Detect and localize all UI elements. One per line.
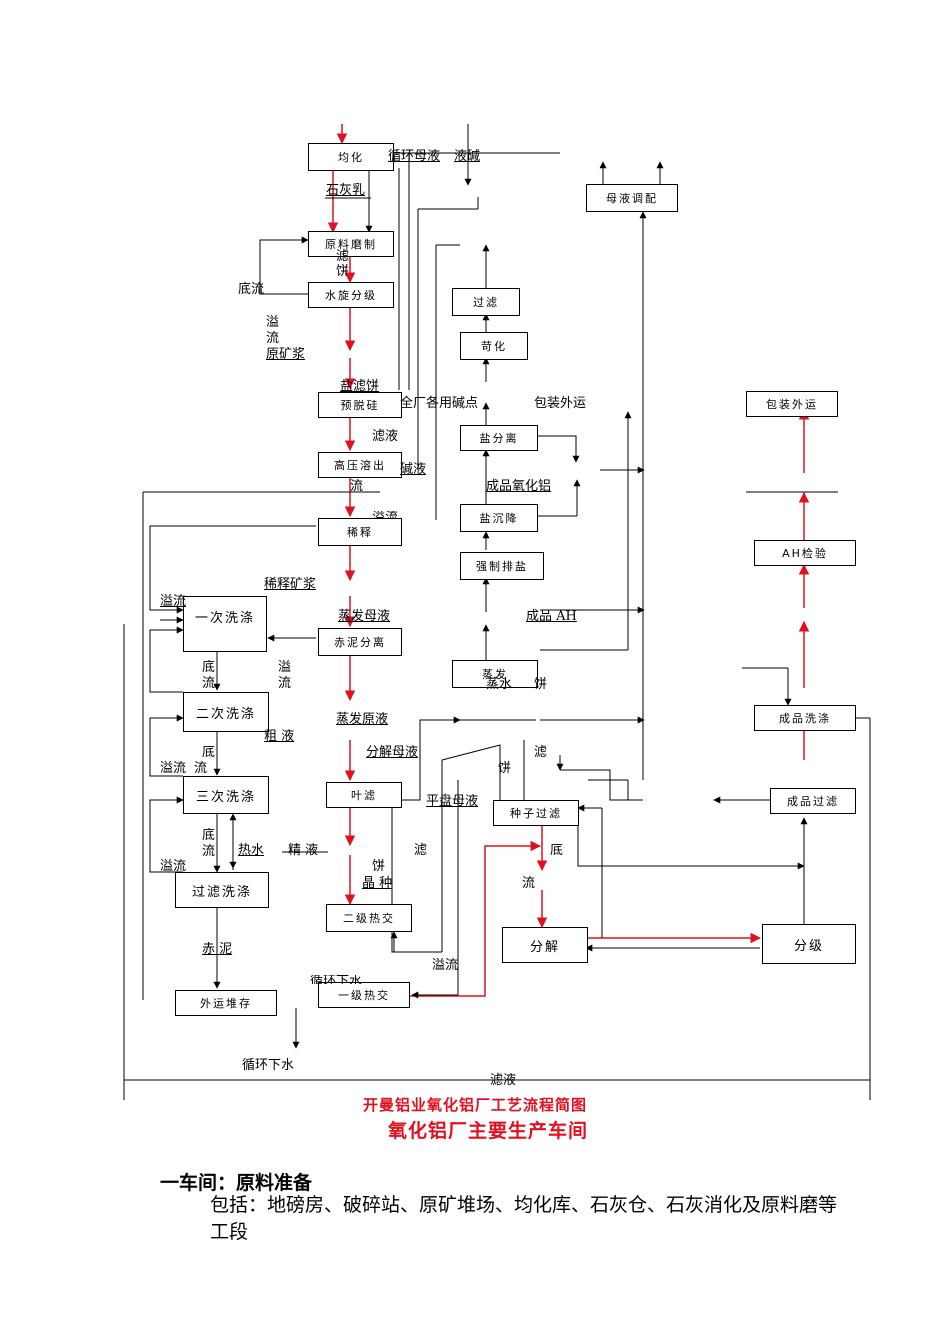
label-yiliu-2: 溢流 xyxy=(278,660,292,691)
label-yiliu-4: 溢流 xyxy=(160,859,187,874)
box-baozhuangwaiyun: 包装外运 xyxy=(746,391,838,417)
label-chengpinah: 成品 AH xyxy=(526,609,577,624)
label-bing-1: 饼 xyxy=(336,264,350,279)
label-fenjiemuye: 分解母液 xyxy=(366,745,419,760)
section-body: 包括：地磅房、破碎站、原矿堆场、均化库、石灰仓、石灰消化及原料磨等工段 xyxy=(210,1194,838,1243)
section-heading: 一车间：原料准备 xyxy=(160,1172,313,1194)
box-shuixuanfenji: 水旋分级 xyxy=(308,282,394,308)
box-sancixidi: 三次洗涤 xyxy=(183,776,269,814)
box-erjirejiao: 二级热交 xyxy=(326,904,412,932)
label-quanchang: 全厂各用碱点 xyxy=(400,396,479,411)
label-lvye-bottom: 滤液 xyxy=(490,1073,517,1088)
box-ah-jianyan: AH检验 xyxy=(754,540,856,566)
label-lv-2: 滤 xyxy=(534,745,548,760)
label-bing-4: 饼 xyxy=(372,859,386,874)
box-yutuogui: 预脱硅 xyxy=(318,392,402,418)
label-jingzhong: 晶 种 xyxy=(362,876,393,891)
label-di-1: 底流 xyxy=(202,660,216,691)
box-yuanliaomozhi: 原料磨制 xyxy=(308,231,394,257)
label-chini: 赤 泥 xyxy=(202,942,233,957)
label-diliu-1: 底流 xyxy=(238,282,265,297)
label-yiliu-5: 溢流 xyxy=(432,958,459,973)
process-flow-diagram: 均化 母液调配 原料磨制 水旋分级 过滤 苛化 预脱硅 包装外运 盐分离 高压溶… xyxy=(123,124,871,1100)
label-pingpanmuye: 平盘母液 xyxy=(426,794,479,809)
label-yi-1: 溢 xyxy=(266,315,280,330)
box-chengpinxidi: 成品洗涤 xyxy=(754,705,856,731)
box-kehua: 苛化 xyxy=(460,332,528,360)
label-yejian: 液碱 xyxy=(454,149,481,164)
box-xishi: 稀释 xyxy=(318,518,402,546)
box-qiangzhipaiyan: 强制排盐 xyxy=(460,552,544,580)
label-yiliu-top: 溢流 xyxy=(372,511,399,519)
box-yicixidi: 一次洗涤 xyxy=(183,596,267,652)
label-zhengshui: 蒸水 xyxy=(486,677,513,692)
box-guolv-top: 过滤 xyxy=(452,288,520,316)
main-flow-red xyxy=(327,124,810,997)
label-yiliu-1: 溢流 xyxy=(160,594,187,609)
box-muyetiaopei: 母液调配 xyxy=(586,184,678,212)
label-liu-3: 流 xyxy=(194,761,208,776)
label-lvye-1: 滤液 xyxy=(372,429,399,444)
label-di-2: 底流 xyxy=(202,746,216,760)
box-yelv: 叶滤 xyxy=(326,782,402,808)
box-gaoyarongchu: 高压溶出 xyxy=(318,452,402,478)
aux-flow-black xyxy=(123,124,871,1100)
box-waiyundui: 外运堆存 xyxy=(175,990,277,1016)
label-lv-3: 滤 xyxy=(414,843,428,858)
box-yanfenli: 盐分离 xyxy=(460,425,538,451)
box-zhongziguolv: 种子过滤 xyxy=(493,800,579,826)
label-liu-1: 流 xyxy=(266,331,280,346)
diagram-title: 开曼铝业氧化铝厂工艺流程简图 xyxy=(362,1096,587,1114)
label-xishikuangjiang: 稀释矿浆 xyxy=(264,577,317,592)
box-chengpinguolv: 成品过滤 xyxy=(770,788,856,814)
label-jianye: 碱液 xyxy=(400,462,427,477)
box-ercixidi: 二次洗涤 xyxy=(183,692,269,732)
label-jingye: 精 液 xyxy=(288,843,319,858)
box-fenjie: 分解 xyxy=(502,927,588,963)
label-yanlvbing: 盐滤饼 xyxy=(340,379,380,394)
label-bing-3: 饼 xyxy=(498,761,512,776)
label-bing-2: 饼 xyxy=(534,677,548,692)
label-chengpinyanghualv: 成品氧化铝 xyxy=(486,479,552,494)
label-di-3: 底流 xyxy=(202,828,216,859)
box-yijirejiao: 一级热交 xyxy=(318,982,410,1008)
box-chiniyfenli: 赤泥分离 xyxy=(318,628,402,656)
label-zhengfayuanye: 蒸发原液 xyxy=(336,712,389,727)
label-xunhuan-top: 循环下水 xyxy=(310,975,363,984)
box-fenji: 分级 xyxy=(762,924,856,964)
label-reshui: 热水 xyxy=(238,843,265,858)
label-yiliu-3: 溢流 xyxy=(160,761,187,776)
label-yuankuangjiang: 原矿浆 xyxy=(266,347,306,362)
label-xunhuanmuye: 循环母液 xyxy=(388,149,441,164)
box-yanchenjiang: 盐沉降 xyxy=(460,504,538,532)
main-title: 氧化铝厂主要生产车间 xyxy=(388,1120,589,1142)
label-baozhuang: 包装外运 xyxy=(534,396,587,411)
label-di-4: 底流 xyxy=(550,844,564,858)
label-liu-4: 流 xyxy=(522,876,536,891)
flow-lines xyxy=(123,124,871,1100)
label-zhengfamuye: 蒸发母液 xyxy=(338,609,391,624)
label-shihuiru: 石灰乳 xyxy=(326,183,366,198)
box-junhua: 均化 xyxy=(308,143,394,171)
label-cuye: 粗 液 xyxy=(264,729,295,744)
box-guolvxidi: 过滤洗涤 xyxy=(175,872,269,908)
label-lv-1: 滤 xyxy=(336,249,350,264)
box-zhengfa: 蒸发 xyxy=(452,660,538,688)
label-liu-2: 流 xyxy=(350,479,364,494)
label-xunhuanxiashui: 循环下水 xyxy=(242,1058,295,1073)
